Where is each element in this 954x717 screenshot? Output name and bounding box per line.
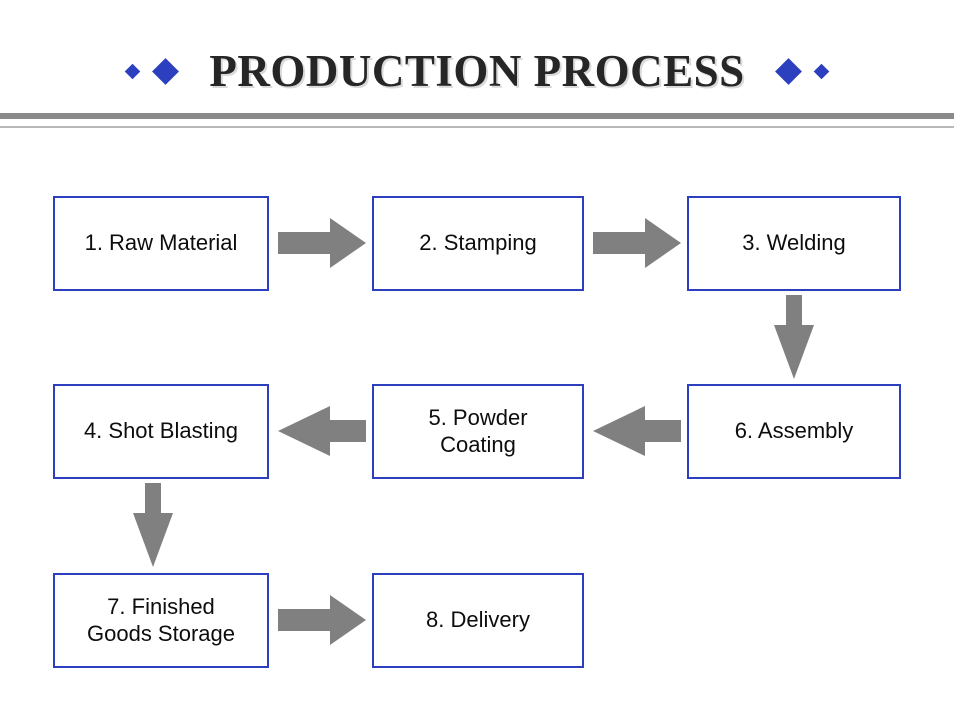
header-divider-thick (0, 113, 954, 119)
header-divider-thin (0, 126, 954, 128)
flow-node-label: 3. Welding (742, 230, 846, 256)
title-bar: PRODUCTION PROCESS (0, 36, 954, 106)
connector-welding-to-assembly (774, 295, 814, 379)
flow-node-welding[interactable]: 3. Welding (687, 196, 901, 291)
flow-node-stamping[interactable]: 2. Stamping (372, 196, 584, 291)
connector-shot-blasting-to-finished-goods (133, 483, 173, 567)
flow-node-shot-blasting[interactable]: 4. Shot Blasting (53, 384, 269, 479)
connector-powder-coating-to-shot-blasting (278, 406, 366, 456)
flow-node-label: 4. Shot Blasting (83, 418, 239, 444)
flow-node-label: 7. Finished Goods Storage (87, 593, 235, 646)
flow-node-delivery[interactable]: 8. Delivery (372, 573, 584, 668)
title-decoration-right (774, 57, 829, 85)
flow-node-label: 1. Raw Material (84, 230, 238, 256)
diamond-large-icon (774, 57, 802, 85)
connector-assembly-to-powder-coating (593, 406, 681, 456)
diamond-large-icon (152, 57, 180, 85)
flow-node-label: 8. Delivery (426, 607, 530, 633)
connector-stamping-to-welding (593, 218, 681, 268)
connector-finished-goods-to-delivery (278, 595, 366, 645)
page-title: PRODUCTION PROCESS (209, 45, 745, 96)
diamond-small-icon (125, 63, 141, 79)
diamond-small-icon (813, 63, 829, 79)
flow-node-label: 5. Powder Coating (428, 404, 528, 457)
flow-node-finished-goods-storage[interactable]: 7. Finished Goods Storage (53, 573, 269, 668)
title-decoration-left (125, 57, 180, 85)
flow-node-powder-coating[interactable]: 5. Powder Coating (372, 384, 584, 479)
connector-raw-material-to-stamping (278, 218, 366, 268)
flow-node-assembly[interactable]: 6. Assembly (687, 384, 901, 479)
flow-node-label: 6. Assembly (734, 418, 854, 444)
flow-node-label: 2. Stamping (419, 230, 537, 256)
flow-node-raw-material[interactable]: 1. Raw Material (53, 196, 269, 291)
